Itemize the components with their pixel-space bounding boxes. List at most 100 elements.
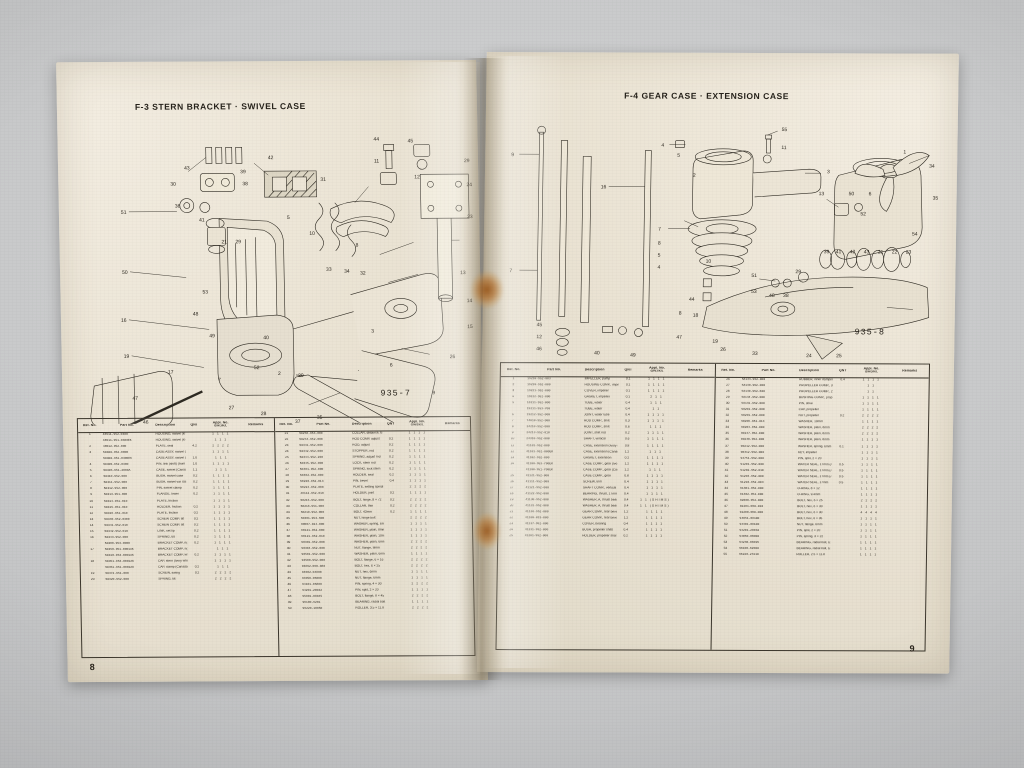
cell-part-no: 90121-952-010	[301, 534, 325, 538]
cell-appl-no: 2 2 2 2	[861, 426, 880, 430]
svg-text:13: 13	[460, 270, 466, 276]
svg-text:21: 21	[221, 239, 227, 245]
svg-text:53: 53	[202, 289, 208, 295]
cell-appl-no: 1 1	[652, 407, 661, 411]
cell-description: PIN, bevel	[352, 479, 368, 484]
cell-appl-no: 1 1 1 1	[860, 481, 879, 485]
cell-part-no: 94050-06000	[301, 576, 322, 581]
cell-part-no: 41201-952-000	[524, 534, 549, 538]
cell-ref-no: 43	[287, 564, 291, 569]
svg-text:30: 30	[170, 182, 176, 188]
svg-text:8: 8	[356, 243, 359, 249]
svg-text:39: 39	[240, 169, 246, 175]
cell-part-no: 50244-952-000	[299, 437, 323, 441]
cell-appl-no: 1 1 1	[649, 425, 663, 429]
cell-part-no: 19221-952-000	[527, 389, 551, 393]
cell-part-no: 50224-952-000	[300, 486, 324, 490]
svg-text:51: 51	[751, 273, 757, 279]
cell-part-no: 50305-951-2000A	[103, 469, 131, 473]
cell-appl-no: 1 1 1	[217, 565, 230, 569]
svg-text:45: 45	[537, 322, 543, 328]
cell-description: WASHER, 10mm	[798, 420, 823, 424]
cell-appl-no: 2 2 2 2	[411, 564, 429, 568]
cell-ref-no: 41	[286, 552, 291, 556]
cell-ref-no: 16	[90, 535, 94, 539]
cell-part-no: 50300-951-0300EK	[103, 457, 132, 461]
cell-ref-no: 17	[90, 547, 94, 551]
cell-part-no: 48511-952-0300	[102, 432, 128, 436]
cell-part-no: 50341-952-010	[104, 523, 128, 527]
cell-qnt: 0.6	[624, 437, 630, 441]
header-qnt: QNT	[624, 368, 633, 372]
cell-description: BUSH, swivel case	[156, 474, 184, 479]
cell-description: GASKET, extension	[583, 455, 612, 460]
cell-description: NUT, flange, 6mm	[354, 576, 381, 580]
cell-part-no: 41102-952-000	[525, 455, 550, 459]
cell-description: PIN, drive	[798, 402, 813, 406]
cell-description: ROLLER, 3.5 × 11.8	[355, 606, 385, 611]
cell-ref-no: 53	[723, 541, 728, 545]
cell-description: ROD COMP., shift	[583, 425, 610, 429]
svg-text:4: 4	[657, 265, 660, 271]
cell-part-no: 92200-060-000	[739, 510, 764, 515]
cell-ref-no: 32	[725, 414, 730, 418]
cell-description: HOUSING COMP., impeller	[584, 383, 619, 387]
cell-ref-no: 5	[512, 401, 515, 405]
svg-text:1: 1	[903, 149, 906, 155]
svg-text:32: 32	[360, 271, 366, 277]
cell-appl-no: 1 1 1	[649, 468, 662, 472]
right-page-number: 9	[909, 643, 915, 654]
cell-appl-no: 1 1 1 1	[647, 383, 666, 387]
cell-qnt: 0.5	[839, 462, 844, 466]
cell-ref-no: 9	[90, 493, 92, 497]
cell-part-no: 96100-6201	[302, 601, 321, 605]
svg-text:34: 34	[344, 269, 350, 275]
svg-text:16: 16	[121, 318, 127, 324]
cell-appl-no: 1 1 1 1	[860, 523, 878, 527]
cell-ref-no: 29	[725, 395, 730, 400]
cell-ref-no: 15	[510, 473, 514, 477]
svg-text:20: 20	[298, 373, 304, 379]
left-page-number: 8	[89, 662, 95, 673]
cell-ref-no: 29	[285, 480, 290, 484]
svg-text:31: 31	[320, 177, 326, 183]
cell-description: HOUSING, swivel (lower) (from #001)	[155, 432, 186, 436]
svg-text:3: 3	[371, 329, 374, 335]
cell-description: WASHER, plain, 8mm	[798, 438, 830, 442]
svg-text:54: 54	[912, 232, 918, 238]
right-table-column-b: Ref. No. Part No. Description QNT Appl. …	[711, 363, 930, 651]
cell-appl-no: 1 1 1 1	[410, 534, 429, 538]
svg-text:48: 48	[769, 293, 775, 299]
cell-ref-no: 12	[89, 511, 94, 515]
cell-ref-no: 23	[284, 444, 289, 448]
cell-part-no: 41130-952-000	[525, 498, 549, 502]
cell-appl-no: 1 1 1 1	[647, 431, 665, 436]
cell-ref-no: 10	[510, 437, 515, 441]
cell-ref-no: 12	[510, 449, 515, 453]
cell-appl-no: 1 1 1 1	[409, 461, 427, 465]
cell-part-no: 90230-952-000	[740, 438, 765, 442]
svg-text:37: 37	[295, 419, 301, 424]
cell-appl-no: 1 1 1 1	[862, 378, 881, 382]
cell-appl-no: 1 1 1 1	[214, 535, 232, 539]
cell-qnt: 0.2	[193, 511, 199, 515]
cell-ref-no: 48	[724, 510, 728, 514]
cell-ref-no: 22	[509, 516, 514, 520]
svg-text:48: 48	[193, 311, 199, 317]
cell-description: HOLDER, propeller shaft (outside ref)	[582, 534, 617, 538]
svg-text:38: 38	[783, 293, 789, 299]
svg-text:6: 6	[390, 362, 393, 368]
cell-appl-no: 2 2 2 2	[411, 594, 430, 598]
cell-ref-no: 46	[724, 498, 728, 502]
cell-part-no: 19222-952-000	[526, 395, 551, 399]
cell-ref-no: 51	[723, 528, 728, 533]
cell-ref-no: 37	[725, 444, 729, 448]
svg-text:40: 40	[263, 335, 269, 341]
cell-appl-no: 1 1 1 1	[214, 541, 232, 545]
cell-ref-no: 18	[90, 559, 95, 564]
cell-part-no: 41231-952-000	[524, 528, 549, 532]
cell-part-no: 91301-952-000	[740, 486, 764, 490]
cell-part-no: 50310-952-000	[103, 475, 127, 479]
cell-ref-no: 7	[89, 481, 92, 485]
